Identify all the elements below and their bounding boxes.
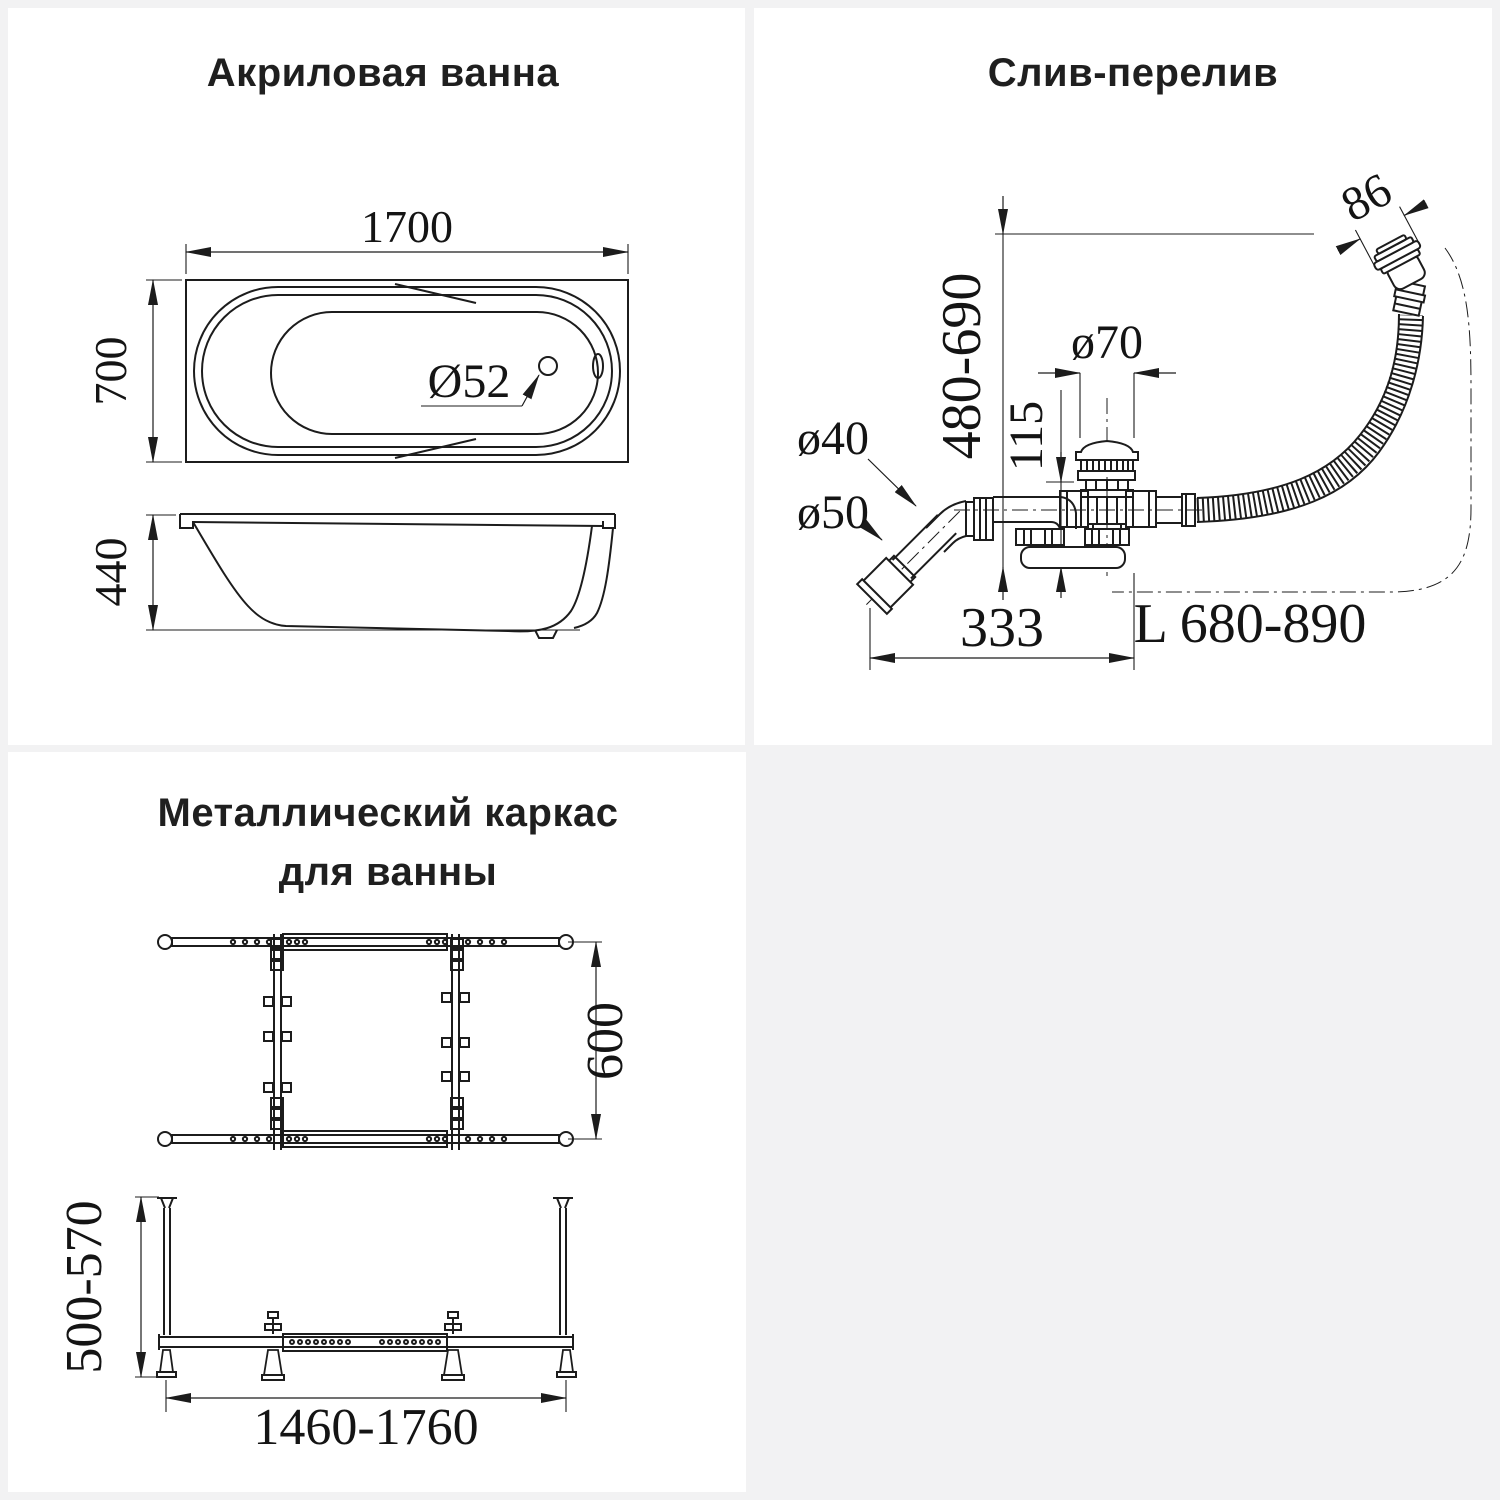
bathtub-side-view xyxy=(146,513,616,639)
bottom-nut xyxy=(1084,528,1130,546)
drain-panel: Слив-перелив 480-690 ø70 xyxy=(754,8,1492,745)
frame-title-line1: Металлический каркас xyxy=(158,791,619,835)
svg-text:600: 600 xyxy=(577,1002,634,1080)
bathtub-dim-drain: Ø52 xyxy=(421,355,540,408)
svg-text:86: 86 xyxy=(1333,163,1400,232)
drain-label-outlet: ø50 xyxy=(797,486,883,541)
drain-hole xyxy=(538,356,558,376)
drain-drawing: Слив-перелив 480-690 ø70 xyxy=(797,51,1472,670)
svg-text:500-570: 500-570 xyxy=(56,1200,113,1373)
overflow-hose xyxy=(1196,313,1424,523)
bathtub-drawing: Акриловая ванна 1700 700 xyxy=(85,51,629,639)
member-tabs xyxy=(263,992,470,1093)
frame-panel: Металлический каркас для ванны xyxy=(8,752,746,1492)
hose-length-path xyxy=(1112,247,1472,593)
svg-text:ø70: ø70 xyxy=(1071,316,1143,369)
drain-dim-hose-length: L 680-890 xyxy=(1134,593,1367,655)
adjustable-feet xyxy=(156,1311,577,1381)
frame-dim-height: 500-570 xyxy=(56,1196,159,1378)
left-coupling-nut xyxy=(1059,490,1089,528)
bathtub-dim-width: 700 xyxy=(85,279,182,463)
svg-text:333: 333 xyxy=(960,597,1044,659)
svg-text:ø40: ø40 xyxy=(797,412,869,465)
svg-text:700: 700 xyxy=(85,337,136,406)
bathtub-dim-length: 1700 xyxy=(185,201,629,274)
svg-text:115: 115 xyxy=(1000,401,1053,471)
member-plates xyxy=(270,938,464,1130)
frame-drawing: Металлический каркас для ванны xyxy=(56,791,634,1456)
svg-text:Ø52: Ø52 xyxy=(428,355,511,408)
svg-text:1700: 1700 xyxy=(361,201,453,252)
rail-holes-side xyxy=(289,1339,441,1345)
frame-dim-width: 600 xyxy=(568,941,634,1140)
drain-left-branch xyxy=(855,496,1061,616)
overflow-notch xyxy=(592,353,604,379)
angled-outlet-pipe xyxy=(855,510,961,616)
svg-text:ø50: ø50 xyxy=(797,486,869,539)
drain-dim-valve: ø70 xyxy=(1038,316,1176,438)
drain-flange xyxy=(1020,546,1126,569)
svg-text:440: 440 xyxy=(85,538,136,607)
drain-title: Слив-перелив xyxy=(988,51,1278,95)
bathtub-top-view xyxy=(185,279,629,463)
union-nut xyxy=(973,497,994,541)
frame-dim-length: 1460-1760 xyxy=(165,1380,567,1456)
drain-stub xyxy=(534,629,558,639)
overflow-head: 86 xyxy=(1333,163,1429,317)
drain-dim-offset: 333 xyxy=(869,573,1135,670)
bathtub-title: Акриловая ванна xyxy=(207,51,560,95)
bathtub-panel: Акриловая ванна 1700 700 xyxy=(8,8,745,745)
drain-valve xyxy=(1015,439,1196,569)
drain-dim-install-height: 480-690 xyxy=(931,196,1314,600)
drain-label-pipe: ø40 xyxy=(797,412,917,507)
bathtub-dim-height: 440 xyxy=(85,514,176,631)
svg-text:1460-1760: 1460-1760 xyxy=(253,1399,478,1456)
frame-top-view xyxy=(157,933,574,1150)
drain-dim-flange-height: 115 xyxy=(1000,390,1074,598)
frame-side-view xyxy=(156,1197,577,1381)
svg-text:480-690: 480-690 xyxy=(931,273,993,460)
frame-title-line2: для ванны xyxy=(279,850,498,894)
